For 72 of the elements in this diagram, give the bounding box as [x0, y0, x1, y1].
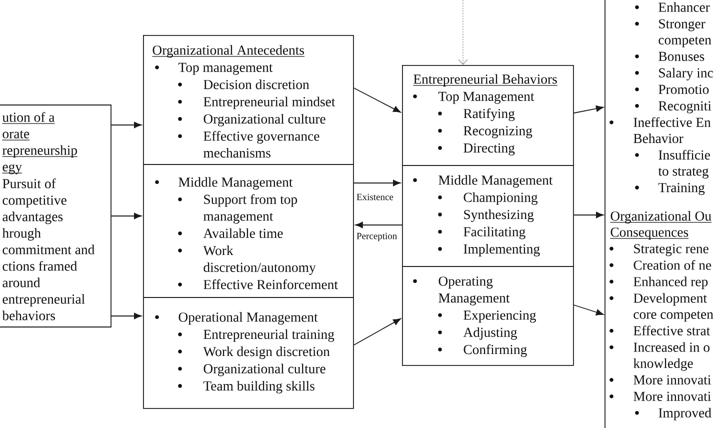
list-item: Enhanced rep: [634, 276, 708, 290]
list-item: Adjusting: [463, 327, 517, 340]
list-item: Creation of ne: [634, 260, 712, 270]
list-item: Directing: [464, 143, 515, 156]
text-box: [402, 165, 574, 267]
list-item: Support from top management: [203, 194, 298, 224]
arrow: [458, 0, 468, 65]
list-item: Synthesizing: [464, 210, 534, 222]
list-item: Effective strat: [634, 326, 710, 336]
list-item: Work design discretion: [203, 346, 330, 360]
text-box: [402, 266, 574, 366]
list-item: Operational Management: [178, 312, 318, 325]
list-item: Middle Management: [438, 175, 553, 188]
list-item: Entrepreneurial training: [204, 329, 334, 342]
list-item: Strategic rene: [634, 244, 708, 256]
edge-label: Perception: [356, 232, 398, 242]
arrow: [573, 304, 604, 316]
list-item: Bonuses: [658, 52, 704, 61]
arrow: [353, 180, 401, 186]
list-item: Championing: [464, 192, 538, 205]
list-item: Improved: [658, 408, 712, 420]
list-item: Organizational culture: [204, 114, 326, 126]
list-item: Organizational culture: [204, 364, 326, 376]
list-item: Training: [658, 182, 705, 196]
list-item: Effective governance mechanisms: [203, 131, 320, 158]
list-item: Ineffective En Behavior: [634, 117, 711, 144]
arrow: [353, 88, 401, 113]
heading: Organizational Antecedents: [152, 45, 305, 58]
heading: ution of a orate repreneurship egy: [2, 112, 78, 174]
text-box: [143, 297, 354, 409]
list-item: Confirming: [464, 344, 527, 358]
heading: Organizational Ou Consequences: [610, 211, 712, 240]
list-item: Recogniti: [658, 101, 712, 114]
paragraph: Pursuit of competitive advantages hrough commitment and ctions framed around entrepreneurial behaviors: [2, 178, 95, 320]
list-item: Facilitating: [464, 226, 526, 240]
list-item: More innovati: [634, 375, 711, 384]
arrow: [110, 122, 142, 128]
list-item: More innovati: [634, 392, 711, 401]
arrow: [573, 106, 604, 114]
list-item: Entrepreneurial mindset: [204, 96, 336, 110]
list-item: Enhancer: [658, 2, 710, 12]
arrow: [355, 222, 402, 228]
list-item: Work discretion/autonomy: [203, 246, 316, 275]
list-item: Recognizing: [464, 126, 532, 138]
list-item: Top Management: [438, 92, 534, 104]
text-box: [143, 35, 354, 165]
text-box: [143, 164, 354, 298]
edge-label: Existence: [356, 193, 394, 201]
list-item: Effective Reinforcement: [204, 279, 338, 290]
list-item: Promotio: [658, 84, 709, 94]
list-item: Decision discretion: [204, 80, 310, 90]
arrow: [110, 312, 142, 320]
list-item: Available time: [203, 228, 283, 238]
list-item: Experiencing: [464, 310, 536, 323]
list-item: Team building skills: [203, 380, 314, 394]
text-box: [604, 0, 714, 428]
list-item: Development core competen: [634, 293, 714, 322]
list-item: Implementing: [464, 244, 540, 256]
list-item: Top management: [178, 62, 273, 75]
list-item: Stronger competen: [658, 19, 712, 48]
list-item: Insufficie to strateg: [658, 150, 710, 179]
list-item: Ratifying: [464, 108, 515, 122]
list-item: Middle Management: [178, 177, 293, 190]
text-box: [402, 65, 574, 166]
arrow: [110, 212, 142, 220]
arrow: [573, 212, 604, 218]
heading: Entrepreneurial Behaviors: [412, 74, 558, 87]
list-item: Increased in o knowledge: [633, 342, 710, 371]
list-item: Operating Management: [438, 276, 510, 306]
arrow: [353, 318, 401, 346]
text-box: [0, 104, 112, 328]
list-item: Salary inc: [659, 68, 713, 80]
